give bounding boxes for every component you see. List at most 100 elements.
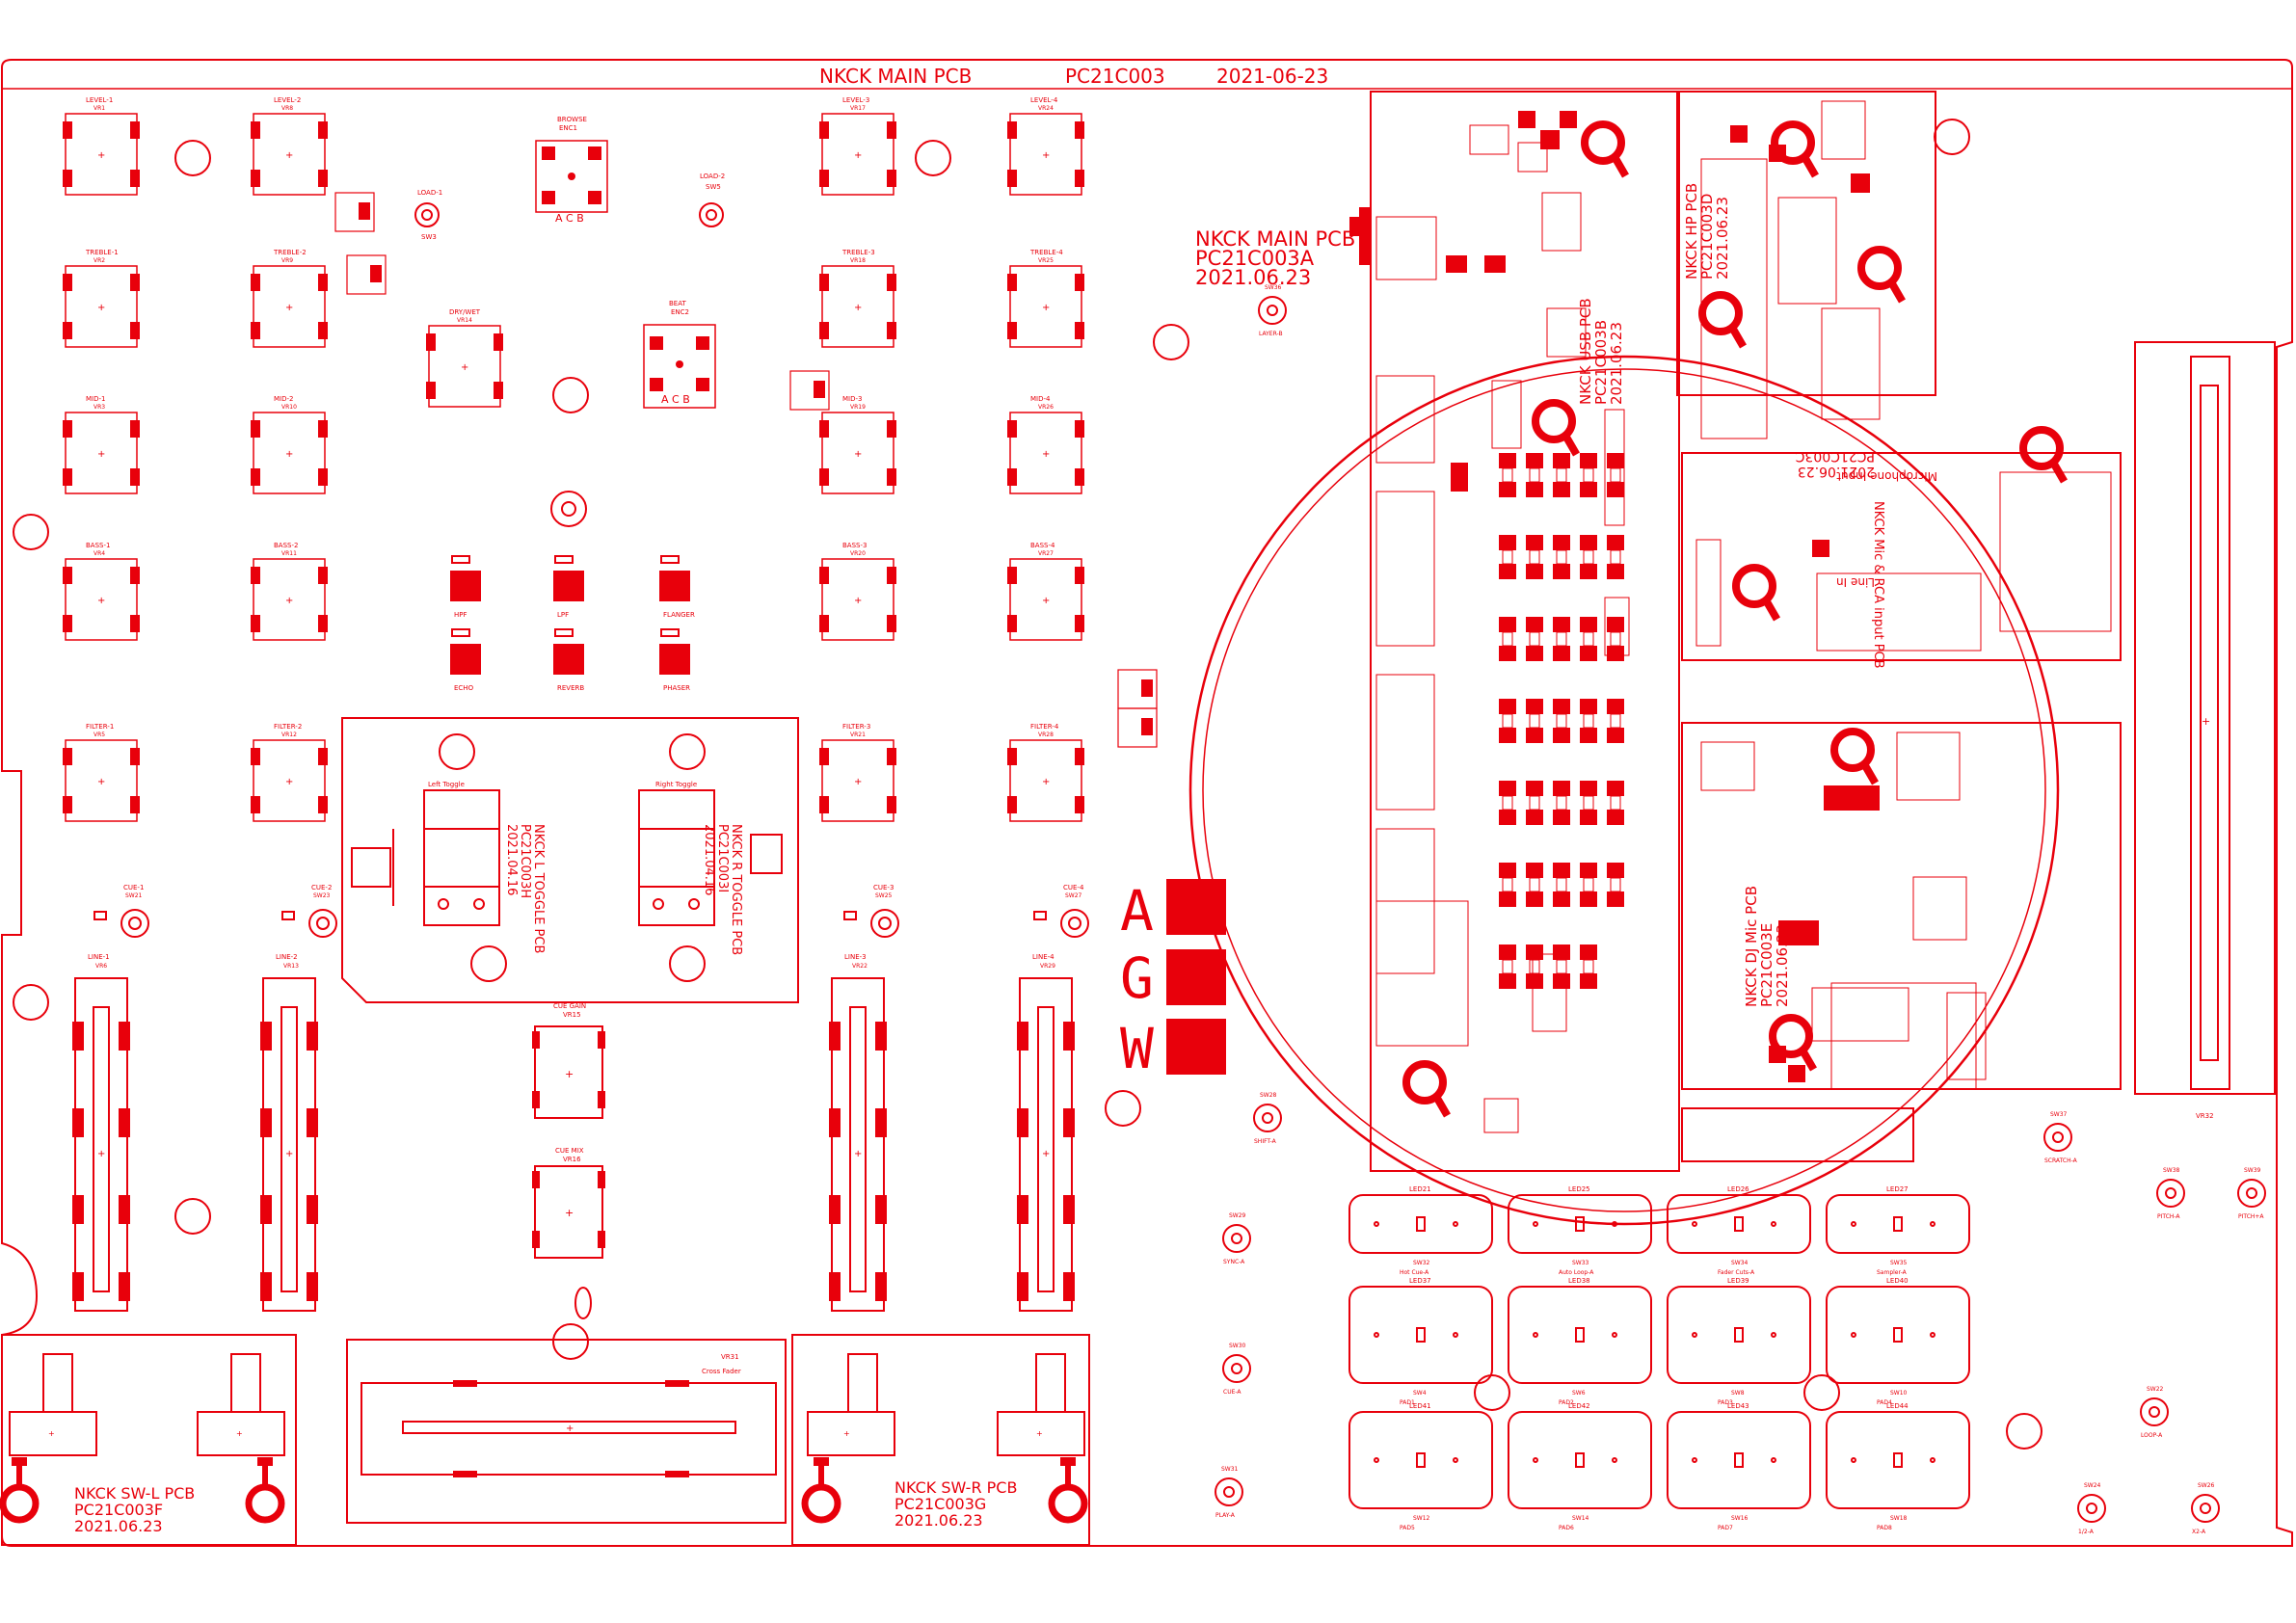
svg-text:+: + — [97, 303, 105, 313]
fx-button-lpf[interactable]: LPF — [553, 555, 584, 619]
toggle-l-part: PC21C003H — [518, 824, 532, 898]
svg-text:SW5: SW5 — [706, 183, 721, 191]
right-toggle[interactable]: Right Toggle — [439, 733, 783, 982]
cue-gain-pot[interactable]: CUE GAIN VR15 + — [532, 1002, 605, 1119]
tact-ref: SW36 — [1265, 284, 1282, 291]
beat-encoder[interactable]: BEAT ENC2 A C B — [643, 300, 716, 409]
pot-ref: VR19 — [850, 404, 866, 411]
svg-text:+: + — [566, 1423, 574, 1434]
svg-text:+: + — [97, 596, 105, 606]
pot-ref: VR2 — [93, 257, 105, 264]
red-mount-ring — [1857, 246, 1906, 304]
svg-text:+: + — [285, 596, 293, 606]
pot-label: MID-4 — [1030, 395, 1051, 403]
fx-label: FLANGER — [663, 611, 695, 619]
load-buttons[interactable]: LOAD-1 SW3 LOAD-2 SW5 — [414, 173, 725, 241]
tact-ref: SW38 — [2163, 1167, 2180, 1174]
pad-sw: SW18 — [1890, 1515, 1908, 1522]
tact-ref: SW28 — [1260, 1092, 1277, 1099]
pot-label: TREBLE-4 — [1029, 249, 1063, 256]
mount-pads-red — [1402, 120, 2068, 1118]
fx-button-reverb[interactable]: REVERB — [553, 628, 584, 692]
fx-button-echo[interactable]: ECHO — [450, 628, 481, 692]
svg-text:Left Toggle: Left Toggle — [428, 781, 465, 788]
left-toggle[interactable]: Left Toggle — [351, 781, 500, 926]
tact-label: X2-A — [2192, 1529, 2206, 1535]
pad-name: PAD8 — [1877, 1525, 1892, 1531]
pot-label: BASS-2 — [274, 542, 298, 549]
fx-label: HPF — [454, 611, 467, 619]
pot-label: TREBLE-1 — [85, 249, 119, 256]
cue-mix-pot[interactable]: CUE MIX VR16 + — [532, 1147, 605, 1360]
tact-label: SHIFT-A — [1254, 1138, 1277, 1145]
svg-text:+: + — [565, 1207, 574, 1219]
pot-ref: VR26 — [1038, 404, 1054, 411]
tact-ref: SW29 — [1229, 1212, 1246, 1219]
browse-encoder[interactable]: BROWSE ENC1 A C B — [535, 116, 608, 225]
pad-sw: SW34 — [1731, 1260, 1749, 1266]
fader-label: LINE-2 — [276, 953, 298, 961]
svg-text:CUE MIX: CUE MIX — [555, 1147, 584, 1155]
pitch-fader[interactable]: + VR32 — [2190, 356, 2230, 1120]
toggle-r-name: NKCK R TOGGLE PCB — [729, 824, 743, 955]
fx-button-flanger[interactable]: FLANGER — [659, 555, 695, 619]
fx-button-hpf[interactable]: HPF — [450, 555, 481, 619]
tap-button[interactable] — [550, 491, 587, 527]
crossfader[interactable]: VR31 Cross Fader + — [360, 1353, 777, 1477]
pot-label: TREBLE-2 — [273, 249, 307, 256]
fx-button-phaser[interactable]: PHASER — [659, 628, 690, 692]
